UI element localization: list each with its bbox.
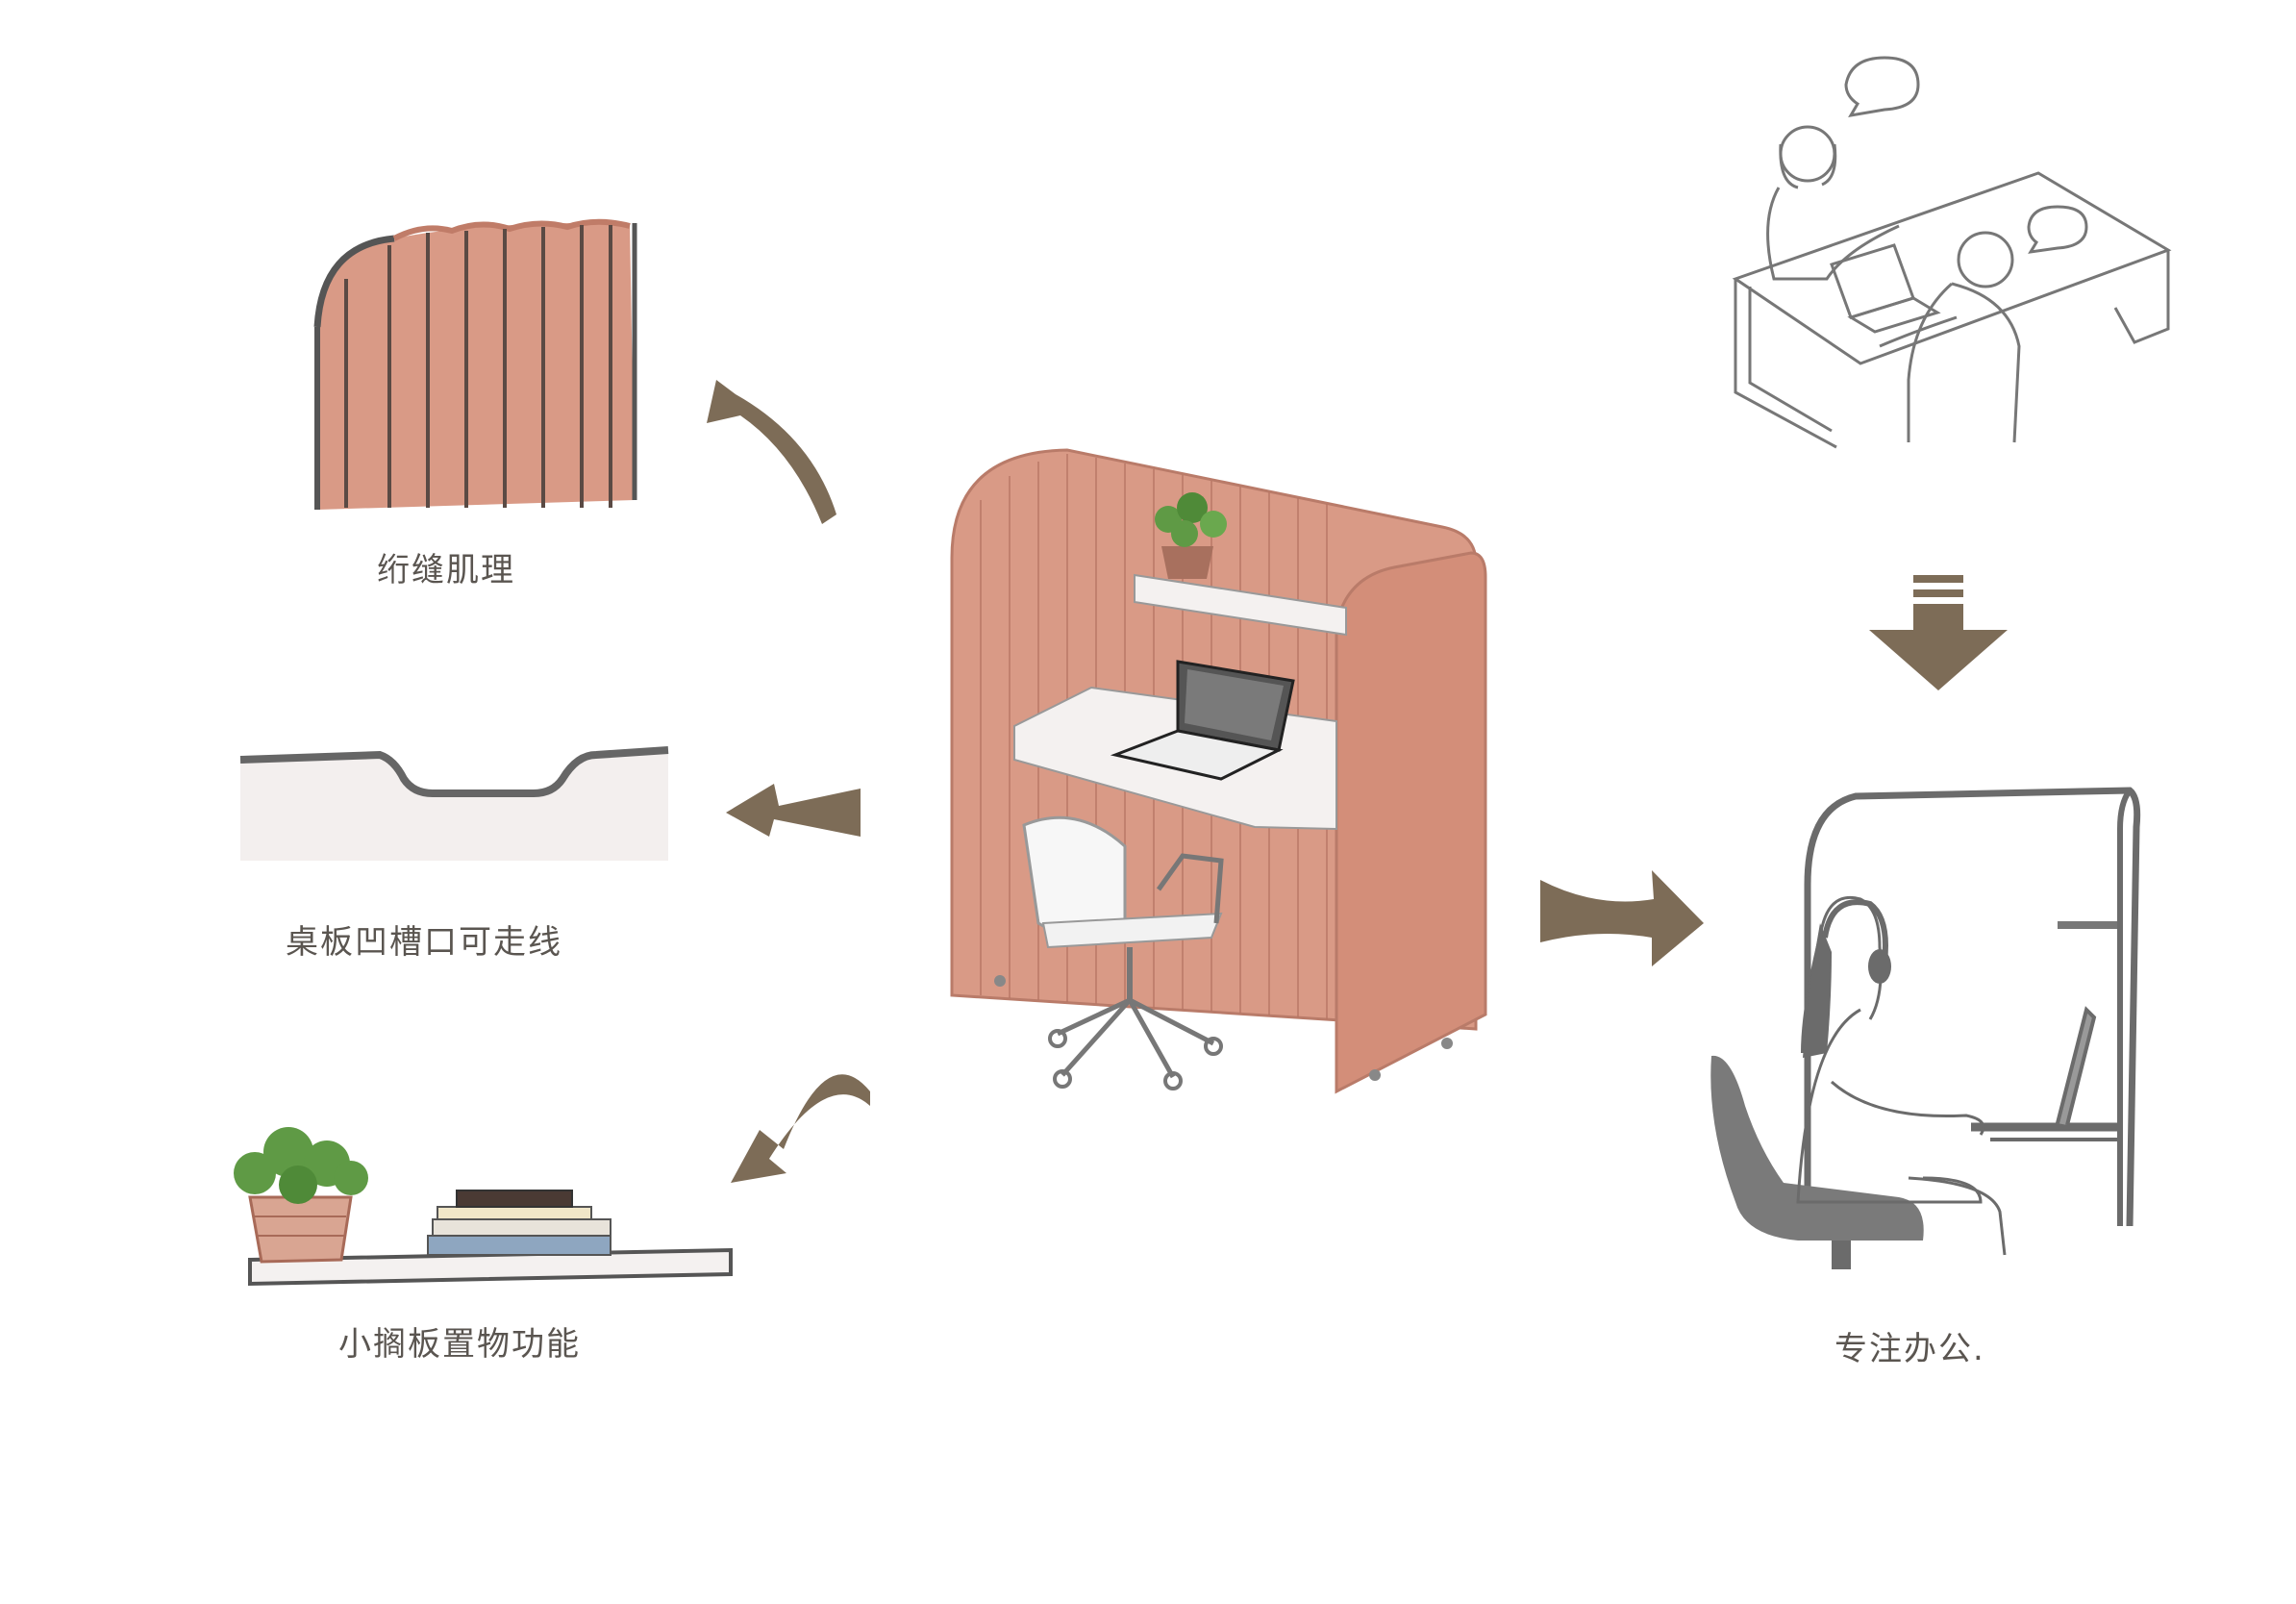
arrow-down — [1869, 575, 2008, 690]
laptop-icon — [1110, 660, 1295, 781]
book — [432, 1218, 611, 1237]
arrow-to-groove — [726, 784, 861, 837]
desk-groove-icon — [239, 746, 669, 861]
speech-bubble-icon — [2027, 205, 2088, 254]
focus-caption: 专注办公. — [1834, 1330, 1985, 1368]
laptop-icon — [2056, 1006, 2097, 1126]
focus-scene-icon — [1710, 787, 2141, 1269]
arrow-to-focus — [1540, 870, 1704, 966]
shelf-caption: 小搁板置物功能 — [338, 1325, 581, 1364]
pod-side-panel — [1335, 551, 1487, 1094]
shelf-storage-icon — [234, 1127, 733, 1287]
book — [456, 1190, 573, 1208]
headphones-icon — [1822, 899, 1891, 984]
pod-shelf — [1134, 573, 1347, 637]
office-chair-icon — [1710, 1055, 1924, 1241]
pod-wheel — [1441, 1038, 1453, 1049]
laptop-icon — [1830, 243, 1941, 334]
arrow-to-texture — [707, 380, 836, 524]
book — [427, 1235, 611, 1256]
person-head — [1779, 125, 1836, 183]
quilted-texture-icon — [313, 218, 637, 511]
pod-wheel — [1369, 1069, 1381, 1081]
focus-pod-illustration — [950, 448, 1487, 1094]
potted-plant-icon — [234, 1127, 368, 1204]
book — [437, 1206, 592, 1220]
texture-caption: 绗缝肌理 — [377, 551, 515, 589]
office-chair-icon — [1022, 815, 1224, 1090]
person-head — [1957, 231, 2014, 288]
potted-plant-icon — [1155, 492, 1227, 579]
meeting-scene-icon — [1732, 56, 2172, 449]
groove-caption: 桌板凹槽口可走线 — [286, 923, 562, 962]
arrow-to-shelf — [731, 1074, 870, 1183]
pod-wheel — [994, 975, 1006, 987]
speech-bubble-icon — [1844, 56, 1920, 118]
